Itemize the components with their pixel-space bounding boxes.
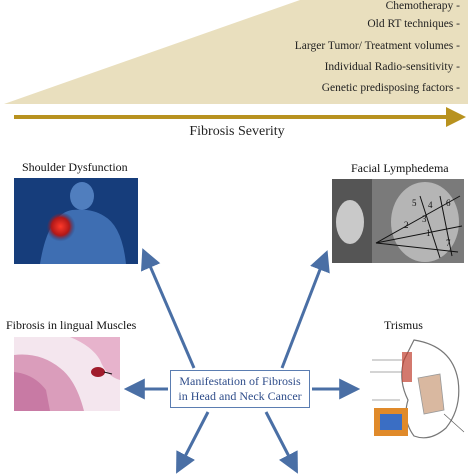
center-line-2: in Head and Neck Cancer <box>178 389 302 403</box>
face-number-4: 4 <box>428 200 433 210</box>
severity-label: Fibrosis Severity <box>189 124 285 139</box>
face-number-3: 3 <box>422 214 427 224</box>
trismus-label: Trismus <box>384 318 423 332</box>
histology-image <box>14 337 120 411</box>
face-number-1: 1 <box>426 228 431 238</box>
arrow-to-facial <box>280 250 330 369</box>
trismus-image <box>362 334 466 446</box>
center-line-1: Manifestation of Fibrosis <box>179 374 301 388</box>
face-number-6: 6 <box>446 198 451 208</box>
arrow-down-left <box>176 411 210 474</box>
factor-radiosensitivity: Individual Radio-sensitivity - <box>324 61 460 73</box>
shoulder-image <box>14 178 138 264</box>
arrow-to-shoulder <box>141 248 196 369</box>
risk-factor-wedge <box>4 0 468 104</box>
facial-label: Facial Lymphedema <box>351 161 449 175</box>
arrow-down-right <box>264 411 298 474</box>
shoulder-label: Shoulder Dysfunction <box>22 160 128 174</box>
center-box: Manifestation of Fibrosis in Head and Ne… <box>170 370 310 408</box>
factor-old-rt: Old RT techniques - <box>367 18 460 30</box>
lingual-label: Fibrosis in lingual Muscles <box>6 318 137 332</box>
face-number-5: 5 <box>412 198 417 208</box>
face-number-2: 2 <box>404 220 409 230</box>
face-number-7: 7 <box>446 238 451 248</box>
factor-tumor-volume: Larger Tumor/ Treatment volumes - <box>294 40 460 52</box>
factor-chemotherapy: Chemotherapy - <box>385 0 460 12</box>
factor-genetic: Genetic predisposing factors - <box>321 82 460 94</box>
facial-image <box>332 179 464 263</box>
